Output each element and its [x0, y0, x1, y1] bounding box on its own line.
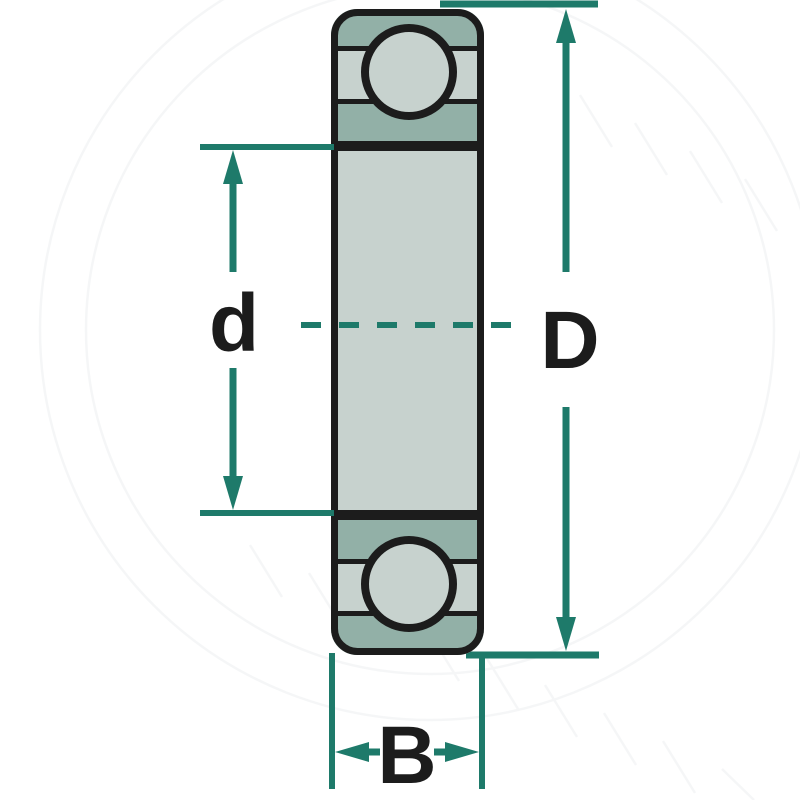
dimension-bore-diameter: d	[200, 144, 334, 516]
ball-top	[361, 24, 457, 120]
bore-diameter-label: d	[209, 278, 259, 369]
dimension-outer-diameter: D	[540, 9, 600, 651]
bore-edge-bottom	[331, 510, 484, 520]
outer-diameter-label: D	[540, 295, 599, 386]
width-label: B	[377, 710, 436, 800]
dimension-width: B	[329, 653, 485, 800]
arrow-down-icon	[556, 617, 576, 651]
ball-bottom	[361, 536, 457, 632]
arrow-up-icon	[556, 9, 576, 43]
arrow-left-icon	[335, 742, 369, 762]
arrow-up-icon	[223, 150, 243, 184]
bearing-outline	[331, 9, 484, 655]
bore-edge-top	[331, 141, 484, 151]
arrow-right-icon	[445, 742, 479, 762]
bearing-cross-section	[331, 9, 484, 655]
arrow-down-icon	[223, 476, 243, 510]
